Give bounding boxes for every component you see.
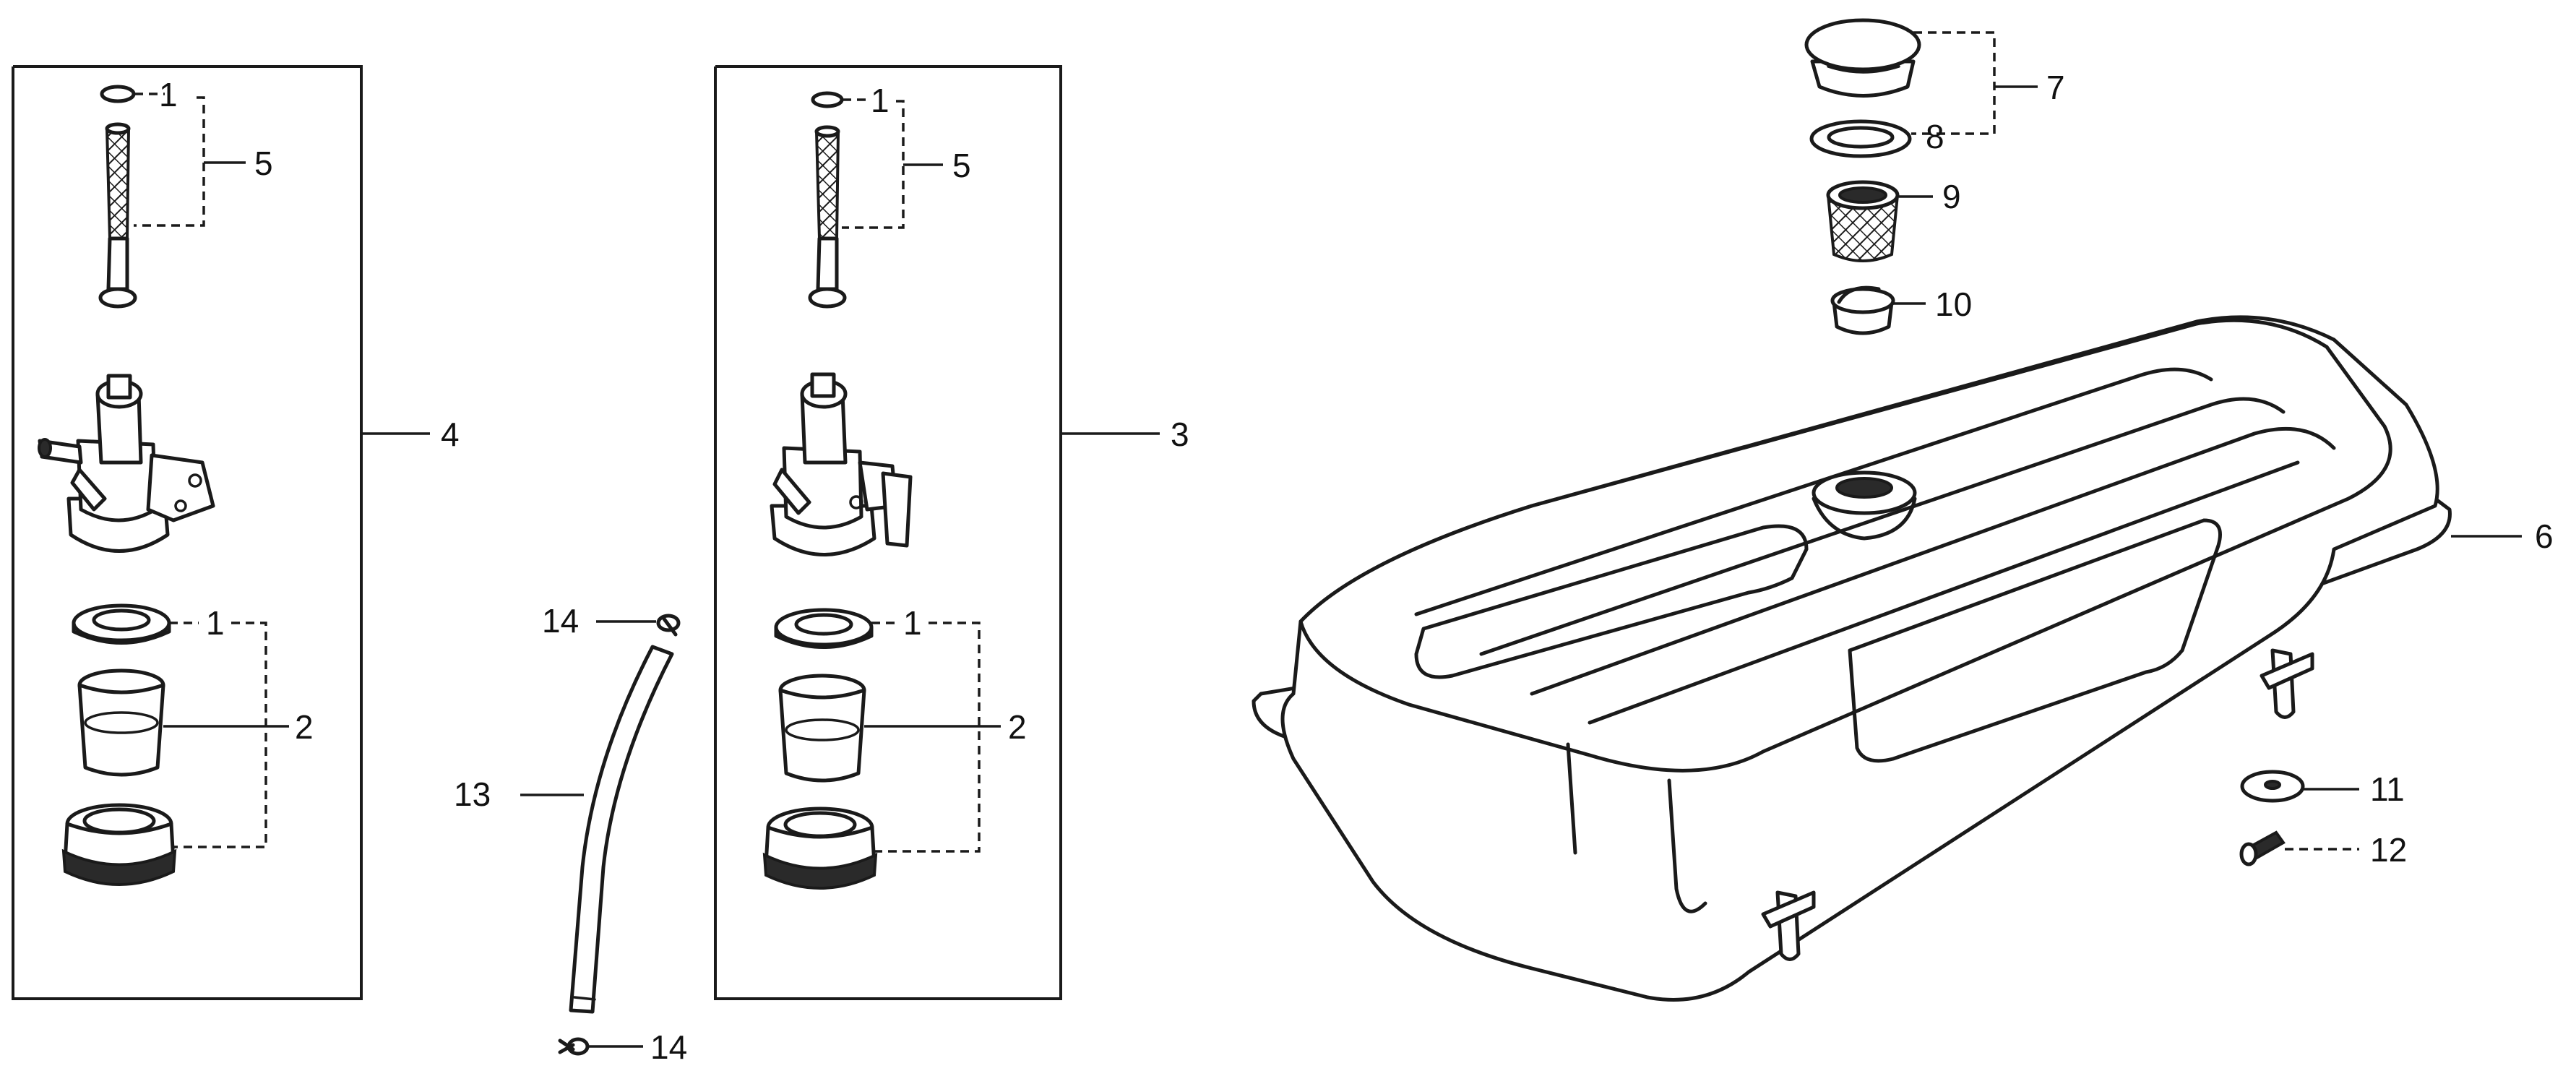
fuel-cock-body-left [38, 374, 215, 553]
filter-collar [1830, 285, 1895, 335]
callout-9: 9 [1942, 178, 1961, 215]
callout-5: 5 [254, 145, 273, 182]
tank-washer [2240, 770, 2305, 803]
callout-11: 11 [2370, 770, 2405, 808]
callout-7: 7 [2046, 69, 2065, 106]
strainer-screen-middle [808, 125, 847, 309]
fuel-tank-assembly: 7 8 9 10 6 11 12 [1252, 18, 2554, 1002]
filter-cup-middle [778, 674, 866, 783]
callout-8: 8 [1926, 118, 1944, 155]
callout-5: 5 [952, 147, 971, 184]
tube-clip-top [656, 614, 681, 637]
tube-clip-bottom [558, 1037, 590, 1056]
fuel-cock-assembly-left: 1 5 4 1 2 [12, 65, 460, 1000]
callout-14: 14 [650, 1028, 687, 1066]
callout-10: 10 [1935, 285, 1972, 323]
group-frame-middle [714, 65, 1062, 1000]
callout-14: 14 [542, 602, 579, 640]
filter-cup-left [77, 668, 165, 777]
strainer-screen-left [98, 122, 137, 309]
tank-filter [1826, 180, 1900, 262]
cup-nut-middle [762, 807, 878, 890]
callout-2: 2 [1008, 708, 1027, 746]
callout-4: 4 [441, 416, 460, 453]
tank-bolt [2239, 830, 2286, 866]
o-ring-left [100, 85, 136, 103]
cap-gasket [1809, 119, 1912, 158]
cup-nut-left [61, 803, 177, 886]
callout-1: 1 [903, 604, 922, 642]
fuel-cock-assembly-middle: 1 5 3 1 2 [714, 65, 1189, 1000]
callout-3: 3 [1171, 416, 1189, 453]
packing-left [72, 603, 171, 645]
packing-middle [774, 608, 874, 649]
fuel-line: 14 13 14 [454, 602, 687, 1066]
fuel-tank [1252, 315, 2452, 1002]
group-frame-left [12, 65, 363, 1000]
callout-2: 2 [295, 708, 314, 746]
callout-12: 12 [2370, 831, 2407, 869]
callout-6: 6 [2535, 517, 2554, 555]
fuel-tube [569, 645, 674, 1014]
callout-1: 1 [159, 76, 178, 113]
callout-1: 1 [206, 604, 225, 642]
callout-13: 13 [454, 775, 491, 813]
filler-cap [1804, 18, 1921, 98]
o-ring-middle [811, 91, 844, 108]
callout-1: 1 [871, 82, 889, 119]
fuel-cock-body-middle [770, 372, 913, 556]
